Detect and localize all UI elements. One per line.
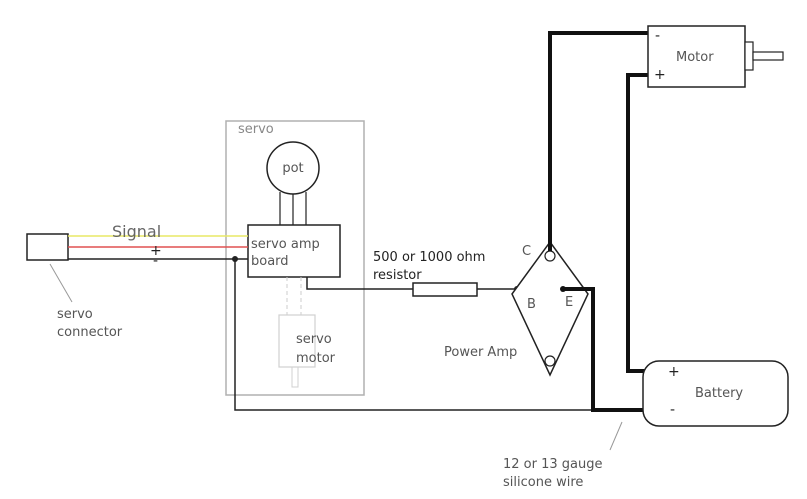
servo-connector [26,233,69,261]
motor [647,25,746,88]
servo-motor-shaft [291,366,299,388]
emitter-to-battery-wire [563,287,648,412]
transistor-base-label: B [527,297,536,312]
wire-callout-pointer [609,421,623,451]
resistor-label-2: resistor [373,268,422,283]
power-transistor [511,240,589,377]
ground-return-wire [234,259,593,411]
resistor-label-1: 500 or 1000 ohm [373,250,485,265]
servo-amp-label-2: board [251,254,289,269]
servo-motor-label-1: servo [296,332,332,347]
emitter-junction [560,286,566,292]
servo-motor-label-2: motor [296,351,336,366]
servo-connector-label-1: servo [57,307,93,322]
wire-label-2: silicone wire [503,475,583,490]
negative-label: - [153,253,158,269]
servo-amp-board [247,224,341,278]
servo-amp-label-1: servo amp [251,237,320,252]
transistor-collector-label: C [522,244,531,259]
servo-connector-label-2: connector [57,325,123,340]
positive-label: + [150,243,162,259]
battery-plus-label: + [668,364,680,380]
wire-label-1: 12 or 13 gauge [503,457,603,472]
motor-label: Motor [676,50,714,65]
servo-connector-pointer [49,263,73,303]
pot-label: pot [282,161,303,176]
base-wire-left [306,277,413,290]
transistor-mount-hole-bottom [544,355,556,367]
resistor [412,282,478,297]
motor-shaft-mount [744,41,754,71]
battery-label: Battery [695,386,743,401]
battery [642,360,789,427]
servo-enclosure [225,120,365,396]
signal-label: Signal [112,222,161,241]
motor-to-battery-wire [626,73,648,373]
battery-minus-label: - [670,402,675,418]
servo-enclosure-label: servo [238,122,274,137]
motor-minus-label: - [655,28,660,44]
collector-to-motor-wire [548,31,648,251]
motor-plus-label: + [654,67,666,83]
transistor-emitter-label: E [565,295,573,310]
power-amp-label: Power Amp [444,345,517,360]
transistor-mount-hole-top [544,250,556,262]
motor-shaft [752,51,784,61]
